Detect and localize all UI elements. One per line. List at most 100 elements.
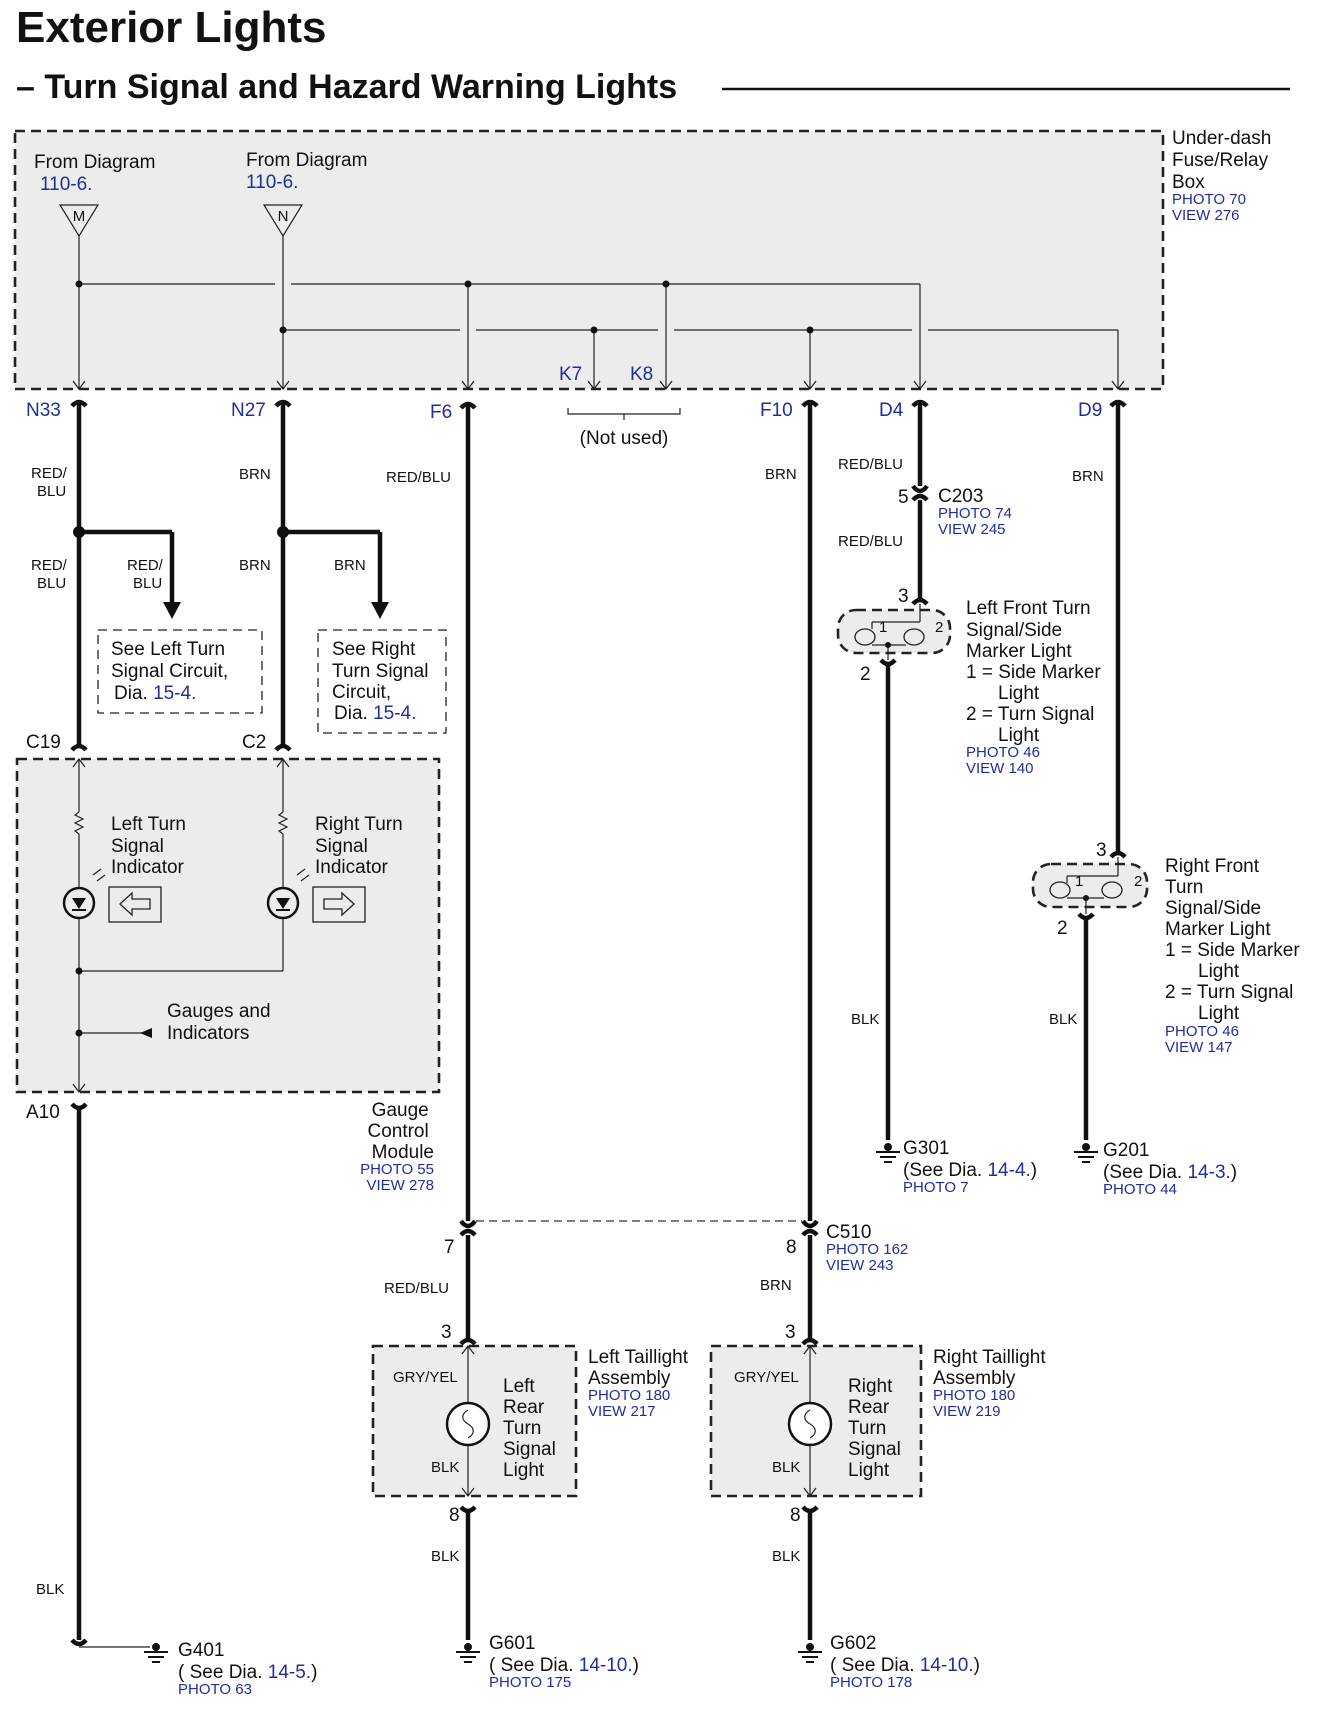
c203-view[interactable]: VIEW 245 [938, 521, 1006, 538]
from-diagram-label-m: From Diagram [34, 152, 155, 173]
c510-photo[interactable]: PHOTO 162 [826, 1241, 908, 1258]
right-front-photo[interactable]: PHOTO 46 [1165, 1023, 1239, 1040]
right-front-bulb1-label: 1 [1075, 873, 1083, 890]
see-right-turn-text: See Right Turn Signal Circuit, [332, 639, 434, 703]
left-front-light-housing [836, 608, 952, 655]
g201-ground-icon [1074, 1143, 1098, 1163]
c2-connector [274, 743, 292, 752]
from-diagram-ref-n[interactable]: 110-6. [246, 172, 298, 193]
wire-color-d9: BRN [1072, 468, 1104, 485]
left-front-pin-in: 3 [898, 586, 909, 607]
wire-color-right-front-ground: BLK [1049, 1011, 1077, 1028]
pin-c2: C2 [242, 732, 266, 753]
right-taillight-connector-out [801, 1505, 819, 1514]
left-indicator-led-icon [62, 868, 106, 920]
gauge-internal-wiring [72, 758, 290, 1093]
right-front-connector-out [1077, 912, 1095, 921]
gauge-control-module [15, 757, 441, 1094]
pin-d4: D4 [879, 400, 904, 421]
left-front-pin-out: 2 [860, 664, 871, 685]
gauge-module-photo[interactable]: PHOTO 55 [360, 1161, 434, 1178]
right-front-bulb2-label: 2 [1134, 873, 1142, 890]
right-taillight-label: Right Taillight Assembly [933, 1347, 1051, 1389]
wire-color-c510-left: RED/BLU [384, 1280, 449, 1297]
wire-color-right-taillight-ground: BLK [772, 1548, 800, 1565]
g601-see: ( See Dia. 14-10.) [489, 1655, 639, 1676]
gauge-module-view[interactable]: VIEW 278 [366, 1177, 434, 1194]
gauge-module-label: Gauge Control Module [367, 1100, 434, 1163]
g201-photo[interactable]: PHOTO 44 [1103, 1181, 1177, 1198]
fuse-box-label: Under-dash Fuse/Relay Box [1172, 128, 1277, 193]
left-front-connector-out [879, 658, 897, 667]
g602-label: G602 [830, 1633, 876, 1654]
right-taillight-pin-in: 3 [785, 1322, 796, 1343]
left-front-bulbs-icon [854, 604, 925, 660]
pin-n27: N27 [231, 400, 266, 421]
c203-photo[interactable]: PHOTO 74 [938, 505, 1012, 522]
left-taillight-label: Left Taillight Assembly [588, 1347, 693, 1389]
right-turn-indicator-label: Right Turn Signal Indicator [315, 814, 408, 878]
wire-color-n27-bottom: BRN [239, 557, 271, 574]
input-tag-n: N [278, 208, 289, 225]
right-taillight-photo[interactable]: PHOTO 180 [933, 1387, 1015, 1404]
fuse-box-internal-wiring [72, 236, 1125, 390]
left-taillight-inner-label: Left Rear Turn Signal Light [503, 1376, 561, 1481]
left-front-view[interactable]: VIEW 140 [966, 760, 1034, 777]
g401-photo[interactable]: PHOTO 63 [178, 1681, 252, 1698]
wire-color-n27-top: BRN [239, 466, 271, 483]
left-taillight-pin-out: 8 [449, 1505, 460, 1526]
fuse-relay-box [13, 129, 1165, 391]
right-front-view[interactable]: VIEW 147 [1165, 1039, 1233, 1056]
wire-color-left-branch: RED/BLU [127, 557, 164, 592]
g201-see: (See Dia. 14-3.) [1103, 1162, 1237, 1183]
input-triangle-n-icon [262, 204, 304, 238]
pin-a10: A10 [26, 1102, 60, 1123]
wire-color-left-taillight-ground: BLK [431, 1548, 459, 1565]
right-taillight-bulb-icon [787, 1345, 833, 1497]
pin-d9: D9 [1078, 400, 1102, 421]
pin-c19: C19 [26, 732, 61, 753]
c510-view[interactable]: VIEW 243 [826, 1257, 894, 1274]
see-right-turn-dia: Dia. 15-4. [334, 703, 416, 724]
left-taillight-pin-in: 3 [441, 1322, 452, 1343]
a10-connector [70, 1102, 88, 1111]
fuse-box-view[interactable]: VIEW 276 [1172, 207, 1240, 224]
left-taillight-wire-blk: BLK [431, 1459, 459, 1476]
left-front-bulb1-label: 1 [879, 619, 887, 636]
see-left-turn-dia: Dia. 15-4. [114, 683, 196, 704]
from-diagram-ref-m[interactable]: 110-6. [40, 174, 92, 195]
g601-ground-icon [456, 1643, 480, 1663]
c203-connector [911, 484, 929, 502]
page-title: Exterior Lights [16, 3, 327, 52]
g401-label: G401 [178, 1640, 224, 1661]
left-taillight-photo[interactable]: PHOTO 180 [588, 1387, 670, 1404]
left-front-bulb2-label: 2 [935, 619, 943, 636]
g401-see: ( See Dia. 14-5.) [178, 1662, 317, 1683]
input-triangle-m-icon [58, 204, 100, 238]
c510-label: C510 [826, 1222, 871, 1243]
wire-color-f10: BRN [765, 466, 797, 483]
see-left-turn-box [97, 629, 263, 714]
right-front-pin-out: 2 [1057, 918, 1068, 939]
g401-ground-icon [144, 1643, 168, 1663]
g301-photo[interactable]: PHOTO 7 [903, 1179, 969, 1196]
fuse-box-photo[interactable]: PHOTO 70 [1172, 191, 1246, 208]
c510-pin-right: 8 [786, 1237, 797, 1258]
g301-label: G301 [903, 1138, 949, 1159]
g301-ground-icon [876, 1143, 900, 1163]
g602-photo[interactable]: PHOTO 178 [830, 1674, 912, 1691]
left-arrow-icon [108, 886, 162, 923]
g401-connector [70, 1638, 88, 1647]
g601-photo[interactable]: PHOTO 175 [489, 1674, 571, 1691]
gauges-indicators-label: Gauges and Indicators [167, 1001, 276, 1044]
right-indicator-led-icon [266, 868, 310, 920]
left-front-photo[interactable]: PHOTO 46 [966, 744, 1040, 761]
left-taillight-view[interactable]: VIEW 217 [588, 1403, 656, 1420]
wire-color-n33-bottom: RED/BLU [31, 557, 68, 592]
pin-f6: F6 [430, 402, 452, 423]
g601-label: G601 [489, 1633, 535, 1654]
right-taillight-pin-out: 8 [790, 1505, 801, 1526]
right-taillight-view[interactable]: VIEW 219 [933, 1403, 1001, 1420]
wire-color-right-branch: BRN [334, 557, 366, 574]
c510-connector [459, 1219, 819, 1338]
